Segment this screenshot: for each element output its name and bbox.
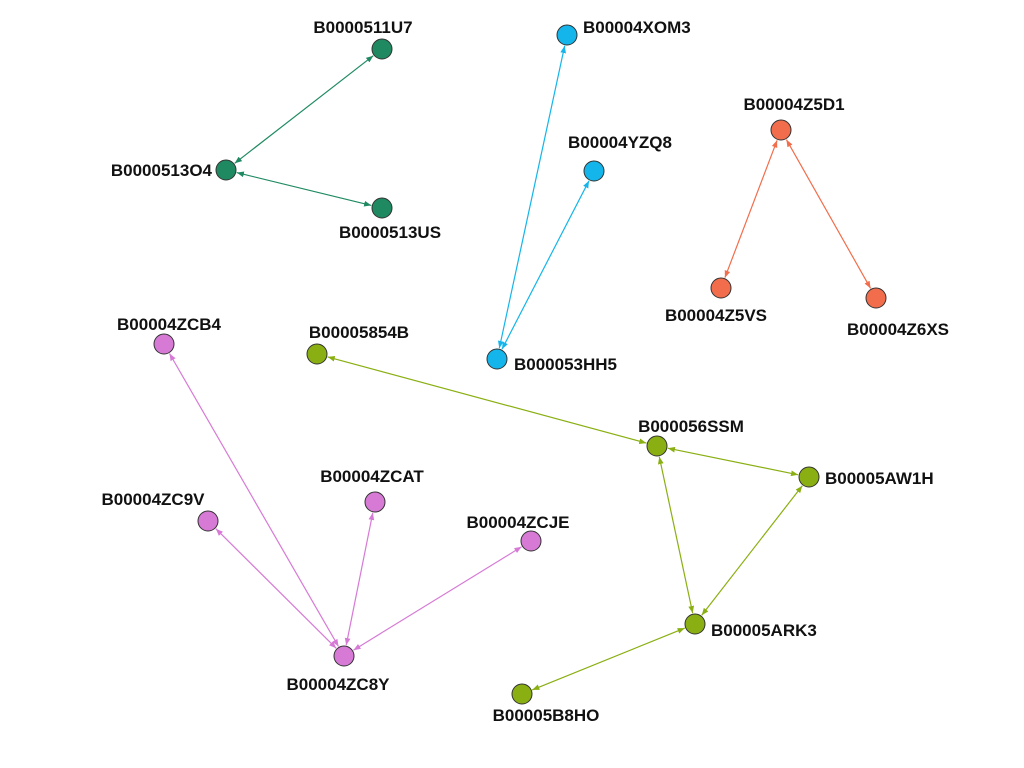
node-label-b00005aw1h: B00005AW1H <box>825 469 934 488</box>
node-label-b00004z5vs: B00004Z5VS <box>665 306 767 325</box>
node-label-b00004zcb4: B00004ZCB4 <box>117 315 221 334</box>
node-label-b00005ark3: B00005ARK3 <box>711 621 817 640</box>
node-label-b0000513us: B0000513US <box>339 223 441 242</box>
edge-b00005aw1h-b00005ark3 <box>701 485 803 616</box>
edge-b0000513o4-b0000513us <box>236 171 372 207</box>
node-b00004yzq8[interactable] <box>583 160 605 182</box>
edges-layer <box>168 45 872 691</box>
node-b00004z5d1[interactable] <box>770 119 792 141</box>
node-b000056ssm[interactable] <box>646 435 668 457</box>
edge-b00005ark3-b00005b8ho <box>531 627 686 691</box>
node-label-b00005854b: B00005854B <box>309 323 409 342</box>
node-label-b0000511u7: B0000511U7 <box>313 18 412 37</box>
node-label-b00004z6xs: B00004Z6XS <box>847 320 949 339</box>
node-b00005854b[interactable] <box>306 343 328 365</box>
node-label-b000056ssm: B000056SSM <box>638 417 744 436</box>
edge-b00004z5d1-b00004z5vs <box>724 140 778 278</box>
edge-b00004zc8y-b00004zcat <box>344 512 375 646</box>
node-b0000511u7[interactable] <box>371 38 393 60</box>
node-b0000513us[interactable] <box>371 197 393 219</box>
node-b00004zcb4[interactable] <box>153 333 175 355</box>
node-b000053hh5[interactable] <box>486 348 508 370</box>
node-b00004xom3[interactable] <box>556 24 578 46</box>
edge-b00004z5d1-b00004z6xs <box>785 139 872 289</box>
nodes-layer <box>153 24 887 705</box>
node-label-b00004xom3: B00004XOM3 <box>583 18 691 37</box>
edge-b000056ssm-b00005854b <box>327 355 647 445</box>
node-b00004zcat[interactable] <box>364 491 386 513</box>
node-label-b00004zcje: B00004ZCJE <box>466 513 569 532</box>
node-b00004z6xs[interactable] <box>865 287 887 309</box>
node-b00004zcje[interactable] <box>520 530 542 552</box>
edge-b000053hh5-b00004xom3 <box>498 45 566 349</box>
node-b00005b8ho[interactable] <box>511 683 533 705</box>
node-label-b00004yzq8: B00004YZQ8 <box>568 133 672 152</box>
edge-b000056ssm-b00005aw1h <box>667 446 799 477</box>
edge-b00004zc8y-b00004zc9v <box>215 528 337 649</box>
node-b00004zc8y[interactable] <box>333 645 355 667</box>
edge-b000053hh5-b00004yzq8 <box>501 180 590 350</box>
node-label-b000053hh5: B000053HH5 <box>514 355 617 374</box>
node-b00004z5vs[interactable] <box>710 277 732 299</box>
node-label-b00004z5d1: B00004Z5D1 <box>743 95 844 114</box>
node-label-b00004zc8y: B00004ZC8Y <box>286 675 390 694</box>
node-b0000513o4[interactable] <box>215 159 237 181</box>
node-label-b00004zcat: B00004ZCAT <box>320 467 424 486</box>
node-label-b00004zc9v: B00004ZC9V <box>101 490 205 509</box>
node-b00005aw1h[interactable] <box>798 466 820 488</box>
node-label-b0000513o4: B0000513O4 <box>111 161 213 180</box>
node-label-b00005b8ho: B00005B8HO <box>493 706 600 725</box>
edge-b0000513o4-b0000511u7 <box>234 55 374 164</box>
node-b00005ark3[interactable] <box>684 613 706 635</box>
node-b00004zc9v[interactable] <box>197 510 219 532</box>
edge-b000056ssm-b00005ark3 <box>657 456 695 614</box>
edge-b00004zc8y-b00004zcje <box>353 546 522 651</box>
